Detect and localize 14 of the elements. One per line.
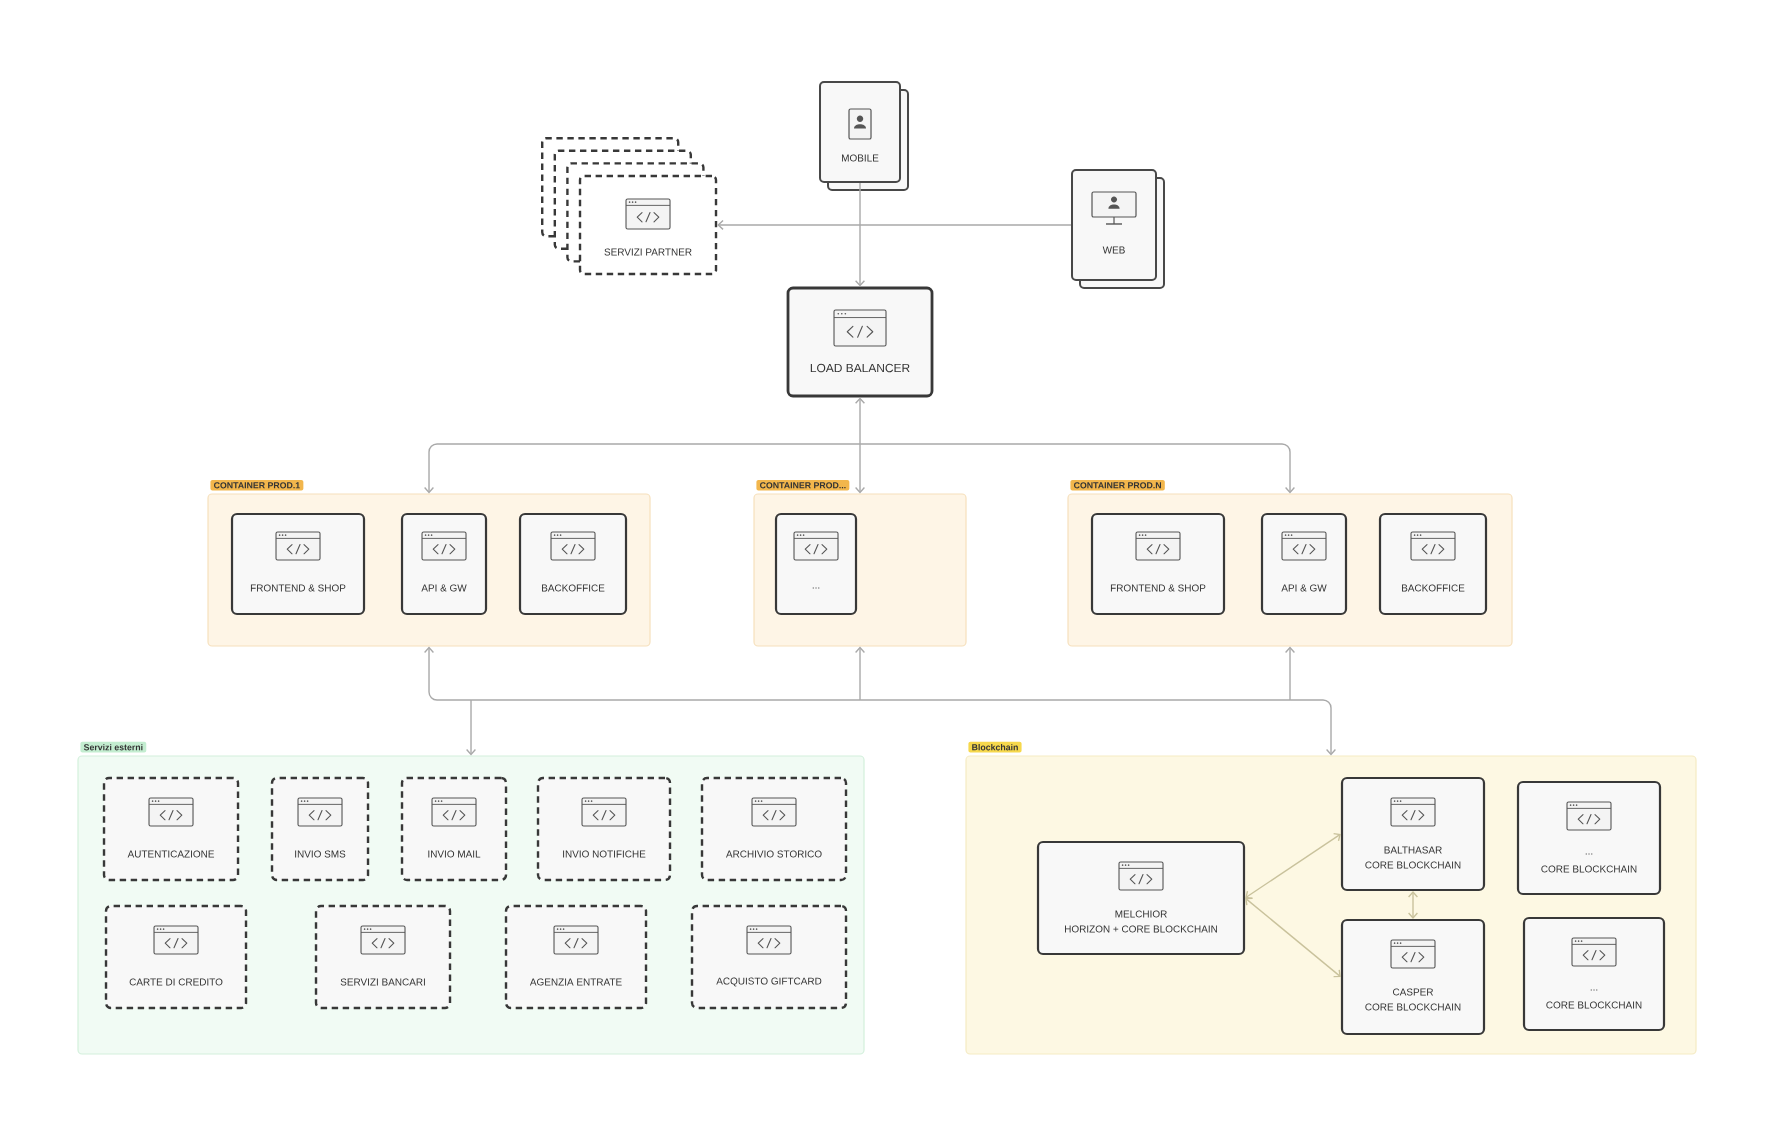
connector-line [470, 699, 861, 701]
arrow [465, 699, 477, 756]
connector-line [859, 699, 1291, 701]
arrow [1289, 699, 1337, 756]
arrow [1407, 891, 1419, 919]
arrow [859, 443, 1296, 494]
arrow [1245, 832, 1341, 900]
arrow [423, 646, 472, 701]
arrow [423, 443, 861, 494]
arrow [1245, 897, 1341, 978]
connector-line [859, 224, 1072, 226]
arrow [854, 224, 866, 287]
arrow [1284, 646, 1296, 701]
arrow [854, 646, 866, 701]
